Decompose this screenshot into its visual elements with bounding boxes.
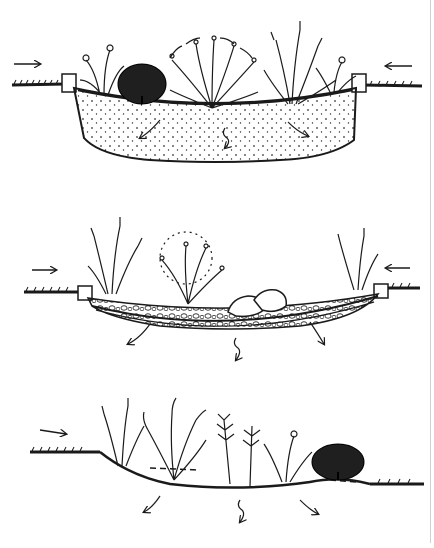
plant-icon: [170, 36, 258, 108]
ground-line-right: [363, 85, 422, 86]
plant-icon: [80, 45, 124, 95]
flow-arrow-icon: [40, 430, 66, 434]
plant-icon: [88, 217, 142, 294]
infiltration-arrow-icon: [310, 322, 324, 344]
plant-icon: [338, 228, 378, 290]
infiltration-arrow-icon: [234, 338, 239, 360]
plant-icon: [264, 21, 336, 104]
plant-icon: [264, 431, 312, 482]
shrub-icon: [118, 64, 166, 104]
plant-icon: [102, 398, 144, 466]
plant-icon: [316, 57, 356, 92]
panel-bottom-depression: [30, 398, 424, 522]
plant-icon: [160, 232, 224, 304]
ground-line-left: [12, 84, 66, 85]
infiltration-arrow-icon: [238, 500, 243, 522]
panel-middle-swale: [24, 217, 420, 360]
infiltration-arrow-icon: [144, 496, 160, 512]
shrub-icon: [312, 444, 364, 480]
infiltration-arrow-icon: [128, 324, 150, 344]
infiltration-arrow-icon: [300, 500, 318, 514]
plant-icon: [217, 414, 260, 486]
panel-top-basin: [12, 21, 422, 162]
frame-edge: [430, 0, 431, 543]
